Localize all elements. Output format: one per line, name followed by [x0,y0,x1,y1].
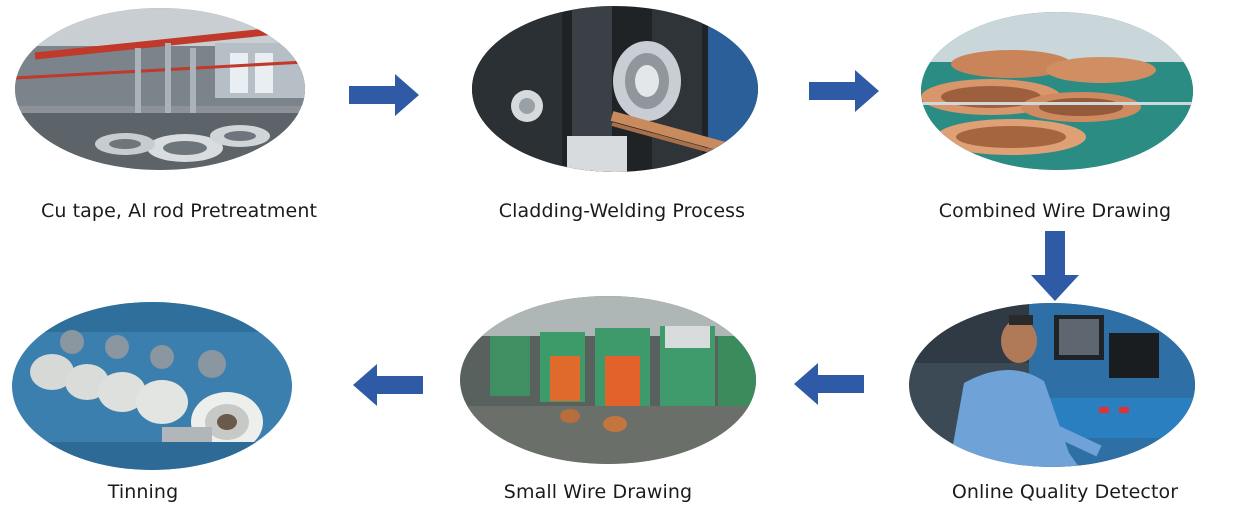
pretreatment-photo [15,8,305,170]
combined-wire-drawing-photo [921,12,1193,170]
small-wire-drawing-photo [460,296,756,464]
step-label-quality-detector: Online Quality Detector [951,481,1179,503]
arrow-down-icon [1031,231,1079,301]
step-label-pretreatment: Cu tape, Al rod Pretreatment [40,200,318,222]
step-label-tinning: Tinning [107,481,179,503]
arrow-right-icon [349,74,419,116]
step-label-small-wire-drawing: Small Wire Drawing [503,481,693,503]
step-label-combined-wire-drawing: Combined Wire Drawing [938,200,1172,222]
quality-detector-photo [909,303,1195,467]
step-label-cladding-welding: Cladding-Welding Process [498,200,746,222]
tinning-photo [12,302,292,470]
arrow-left-icon [353,364,423,406]
arrow-left-icon [794,363,864,405]
cladding-welding-photo [472,6,758,172]
arrow-right-icon [809,70,879,112]
